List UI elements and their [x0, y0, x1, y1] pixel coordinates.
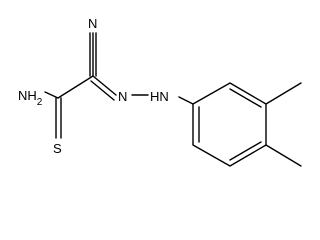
bonds [44, 32, 302, 167]
bond-cn-1 [92, 75, 117, 96]
chemical-structure: N NH2 N HN S [18, 16, 302, 167]
atom-labels: N NH2 N HN S [18, 16, 169, 156]
bond-camide-to-nh2 [44, 91, 59, 99]
ring-inner-bond-1 [229, 88, 262, 108]
bond-methyl-lower [265, 144, 302, 167]
bond-cn-2 [90, 80, 115, 101]
bond-c-to-camide [57, 75, 94, 99]
bond-methyl-upper [265, 82, 302, 105]
atom-label-sulfur: S [53, 141, 62, 156]
structure-canvas: N NH2 N HN S [18, 16, 302, 167]
atom-label-nh2-subscript: 2 [37, 97, 43, 108]
atom-label-hn: HN [150, 89, 169, 104]
atom-label-nitrile-n: N [88, 16, 97, 31]
benzene-ring [192, 82, 267, 167]
bond-hn-ring [178, 96, 194, 105]
ring-inner-bond-2 [229, 141, 262, 161]
atom-label-azo-n: N [118, 89, 127, 104]
atom-label-nh2-main: NH [18, 88, 37, 103]
atom-label-nh2: NH2 [18, 88, 43, 108]
